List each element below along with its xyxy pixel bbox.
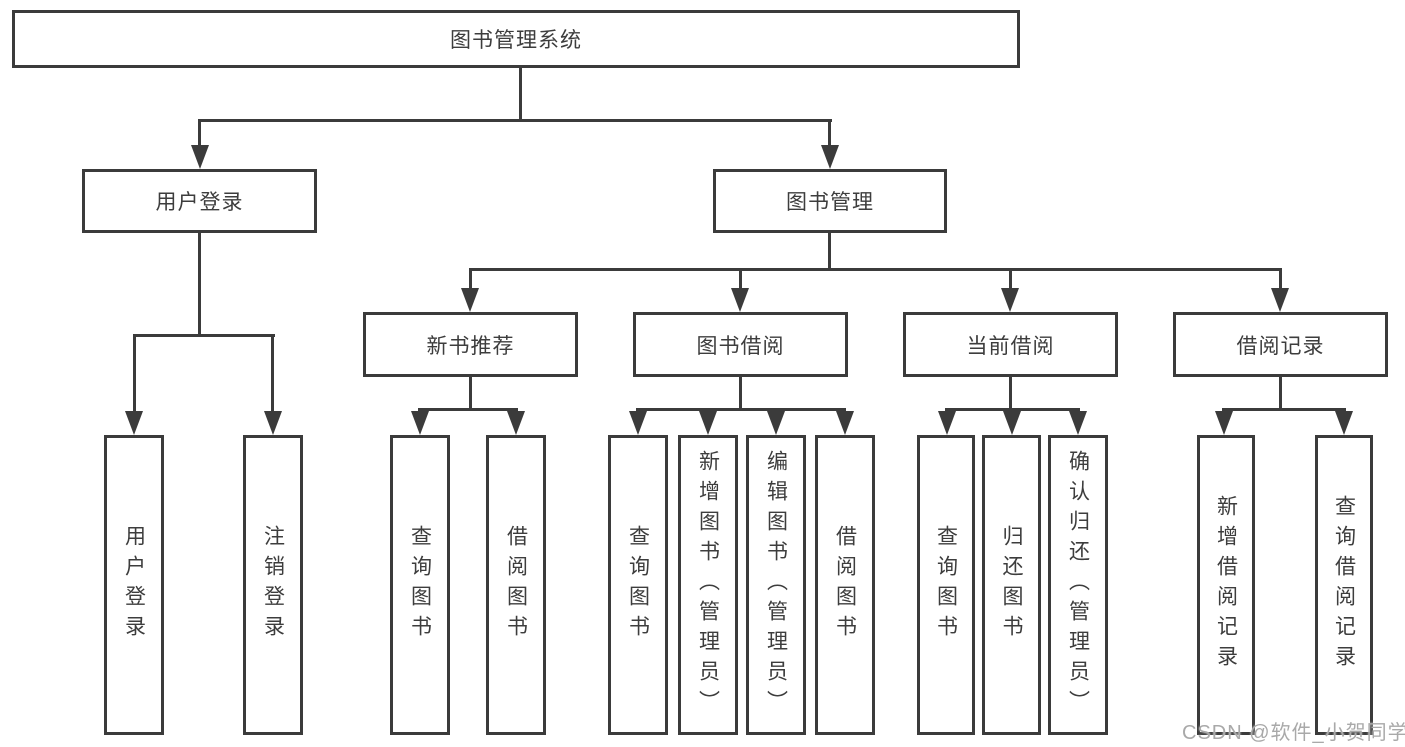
node-current-borrowing: 当前借阅 xyxy=(903,312,1118,377)
arrow-down-icon xyxy=(699,411,717,435)
connector-line xyxy=(1279,377,1282,411)
leaf-current-query-books: 查询图书 xyxy=(917,435,975,735)
connector-line xyxy=(198,119,201,151)
leaf-edit-books-admin: 编辑图书（管理员） xyxy=(746,435,806,735)
arrow-down-icon xyxy=(411,411,429,435)
connector-line xyxy=(198,119,832,122)
node-book-borrowing-label: 图书借阅 xyxy=(696,334,785,358)
leaf-borrowing-borrow-books: 借阅图书 xyxy=(815,435,875,735)
connector-line xyxy=(739,268,742,292)
leaf-query-borrow-record: 查询借阅记录 xyxy=(1315,435,1373,735)
arrow-down-icon xyxy=(821,145,839,169)
arrow-down-icon xyxy=(1003,411,1021,435)
node-user-login: 用户登录 xyxy=(82,169,317,233)
arrow-down-icon xyxy=(461,288,479,312)
leaf-edit-books-admin-label: 编辑图书（管理员） xyxy=(764,450,788,720)
connector-line xyxy=(1279,268,1282,292)
arrow-down-icon xyxy=(836,411,854,435)
leaf-newbook-borrow-books: 借阅图书 xyxy=(486,435,546,735)
node-root: 图书管理系统 xyxy=(12,10,1020,68)
connector-line xyxy=(1222,408,1346,411)
connector-line xyxy=(271,334,274,414)
leaf-current-query-books-label: 查询图书 xyxy=(934,525,958,645)
arrow-down-icon xyxy=(264,411,282,435)
leaf-user-login: 用户登录 xyxy=(104,435,164,735)
connector-line xyxy=(198,233,201,337)
leaf-borrowing-query-books: 查询图书 xyxy=(608,435,668,735)
leaf-add-books-admin: 新增图书（管理员） xyxy=(678,435,738,735)
node-root-label: 图书管理系统 xyxy=(450,29,582,52)
connector-line xyxy=(1009,268,1012,292)
node-book-management-label: 图书管理 xyxy=(786,191,874,214)
leaf-logout: 注销登录 xyxy=(243,435,303,735)
leaf-confirm-return-admin-label: 确认归还（管理员） xyxy=(1066,450,1090,720)
leaf-newbook-query-books-label: 查询图书 xyxy=(408,525,432,645)
node-book-borrowing: 图书借阅 xyxy=(633,312,848,377)
arrow-down-icon xyxy=(629,411,647,435)
node-book-management: 图书管理 xyxy=(713,169,947,233)
connector-line xyxy=(1009,377,1012,411)
leaf-add-borrow-record: 新增借阅记录 xyxy=(1197,435,1255,735)
leaf-borrowing-query-books-label: 查询图书 xyxy=(626,525,650,645)
node-current-borrowing-label: 当前借阅 xyxy=(966,334,1055,358)
connector-line xyxy=(133,334,275,337)
arrow-down-icon xyxy=(938,411,956,435)
arrow-down-icon xyxy=(507,411,525,435)
arrow-down-icon xyxy=(1335,411,1353,435)
connector-line xyxy=(828,233,831,271)
leaf-logout-label: 注销登录 xyxy=(261,525,285,645)
arrow-down-icon xyxy=(1069,411,1087,435)
connector-line xyxy=(636,408,846,411)
connector-line xyxy=(828,119,831,151)
connector-line xyxy=(469,268,472,292)
node-new-book-recommend: 新书推荐 xyxy=(363,312,578,377)
node-user-login-label: 用户登录 xyxy=(155,191,244,214)
leaf-confirm-return-admin: 确认归还（管理员） xyxy=(1048,435,1108,735)
leaf-return-books-label: 归还图书 xyxy=(1000,525,1023,645)
leaf-add-books-admin-label: 新增图书（管理员） xyxy=(696,450,720,720)
connector-line xyxy=(519,68,522,122)
arrow-down-icon xyxy=(731,288,749,312)
arrow-down-icon xyxy=(1271,288,1289,312)
leaf-newbook-query-books: 查询图书 xyxy=(390,435,450,735)
leaf-query-borrow-record-label: 查询借阅记录 xyxy=(1332,495,1356,675)
leaf-newbook-borrow-books-label: 借阅图书 xyxy=(504,525,528,645)
arrow-down-icon xyxy=(1001,288,1019,312)
leaf-return-books: 归还图书 xyxy=(982,435,1041,735)
node-borrow-records-label: 借阅记录 xyxy=(1236,334,1325,358)
arrow-down-icon xyxy=(125,411,143,435)
arrow-down-icon xyxy=(767,411,785,435)
arrow-down-icon xyxy=(1215,411,1233,435)
leaf-borrowing-borrow-books-label: 借阅图书 xyxy=(833,525,857,645)
connector-line xyxy=(739,377,742,411)
connector-line xyxy=(469,377,472,411)
connector-line xyxy=(133,334,136,414)
connector-line xyxy=(418,408,518,411)
connector-line xyxy=(469,268,1282,271)
node-new-book-recommend-label: 新书推荐 xyxy=(426,334,515,358)
arrow-down-icon xyxy=(191,145,209,169)
leaf-user-login-label: 用户登录 xyxy=(122,525,146,645)
leaf-add-borrow-record-label: 新增借阅记录 xyxy=(1214,495,1238,675)
csdn-watermark: CSDN @软件_小贺同学 xyxy=(1182,722,1405,744)
node-borrow-records: 借阅记录 xyxy=(1173,312,1388,377)
